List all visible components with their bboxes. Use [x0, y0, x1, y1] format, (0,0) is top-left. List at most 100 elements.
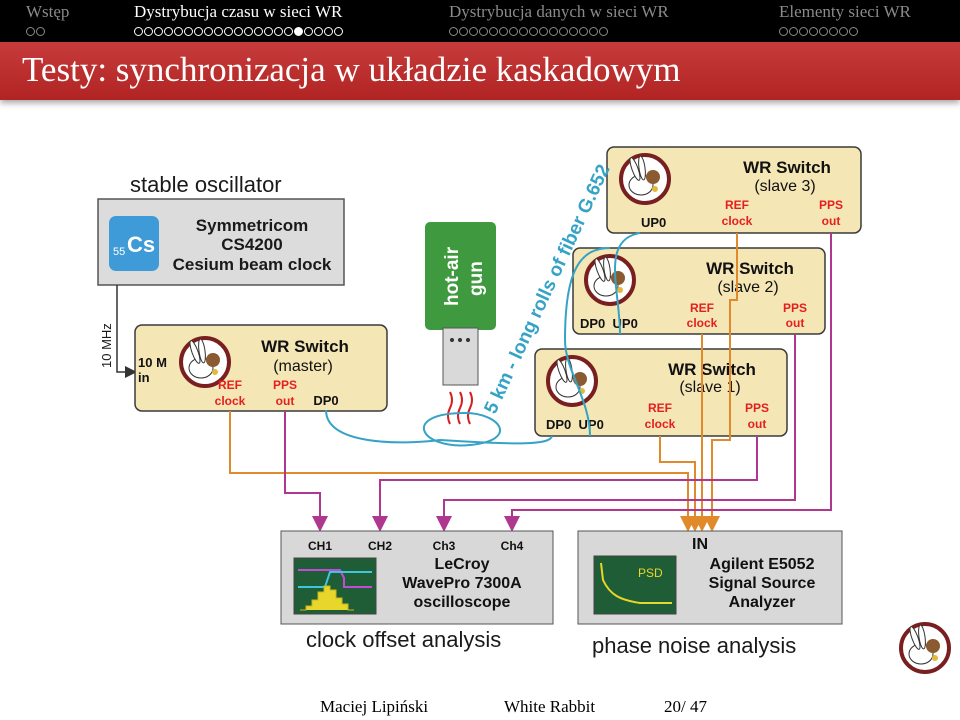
- nav-dot[interactable]: [144, 27, 153, 36]
- nav-dot[interactable]: [479, 27, 488, 36]
- nav-dot[interactable]: [224, 27, 233, 36]
- nav-dot[interactable]: [509, 27, 518, 36]
- slave3-ref-label-1: REF: [725, 198, 749, 212]
- nav-dot[interactable]: [264, 27, 273, 36]
- analyzer-caption: phase noise analysis: [592, 633, 796, 658]
- master-pps-label-2: out: [276, 394, 295, 408]
- nav-dot[interactable]: [559, 27, 568, 36]
- scope-histogram: [300, 585, 354, 611]
- nav-dot[interactable]: [459, 27, 468, 36]
- analyzer-line3: Analyzer: [729, 594, 796, 611]
- gun-label-1: hot-air: [442, 246, 463, 306]
- nav-dot[interactable]: [334, 27, 343, 36]
- nav-dot[interactable]: [204, 27, 213, 36]
- nav-dot[interactable]: [779, 27, 788, 36]
- slave3-ref-wire: [704, 233, 738, 532]
- white-rabbit-logo-icon: [584, 254, 636, 306]
- nav-dot[interactable]: [809, 27, 818, 36]
- nav-dot[interactable]: [36, 27, 45, 36]
- nav-section-data-distribution[interactable]: Dystrybucja danych w sieci WR: [449, 2, 669, 21]
- white-rabbit-logo-icon: [899, 622, 951, 674]
- nav-dot[interactable]: [304, 27, 313, 36]
- master-pps-label-1: PPS: [273, 378, 297, 392]
- slave1-pps-label-1: PPS: [745, 401, 769, 415]
- scope-caption: clock offset analysis: [306, 627, 501, 652]
- slide-title: Testy: synchronizacja w układzie kaskado…: [22, 50, 681, 89]
- footer-title: White Rabbit: [504, 697, 596, 716]
- slave2-ref-label-2: clock: [687, 316, 718, 330]
- navigation-bar: Wstęp Dystrybucja czasu w sieci WR Dystr…: [0, 0, 960, 42]
- nav-dot[interactable]: [489, 27, 498, 36]
- scope-line1: LeCroy: [434, 556, 489, 573]
- analyzer-in-label: IN: [692, 536, 708, 553]
- nav-dot[interactable]: [324, 27, 333, 36]
- nav-dot[interactable]: [214, 27, 223, 36]
- slave1-ref-label-2: clock: [645, 417, 676, 431]
- nav-dot[interactable]: [829, 27, 838, 36]
- master-title: WR Switch: [261, 337, 349, 356]
- nav-dots-data-distribution[interactable]: [449, 23, 609, 36]
- nav-dot[interactable]: [599, 27, 608, 36]
- freq-wire: [116, 285, 137, 378]
- nav-dots-time-distribution[interactable]: [134, 23, 344, 36]
- oscillator-line1: Symmetricom: [196, 216, 308, 235]
- footer-author: Maciej Lipiński: [320, 697, 429, 716]
- oscillator-line3: Cesium beam clock: [173, 255, 332, 274]
- slave3-pps-label-2: out: [822, 214, 841, 228]
- nav-dot[interactable]: [569, 27, 578, 36]
- nav-dot[interactable]: [254, 27, 263, 36]
- scope-line3: oscilloscope: [414, 594, 511, 611]
- nav-dot[interactable]: [294, 27, 303, 36]
- nav-dot[interactable]: [529, 27, 538, 36]
- nav-dot[interactable]: [174, 27, 183, 36]
- nav-dot[interactable]: [819, 27, 828, 36]
- nav-dot[interactable]: [799, 27, 808, 36]
- nav-dot[interactable]: [234, 27, 243, 36]
- nav-dots-intro[interactable]: [26, 23, 46, 36]
- nav-section-network-elements[interactable]: Elementy sieci WR: [779, 2, 911, 21]
- nav-dot[interactable]: [589, 27, 598, 36]
- nav-dot[interactable]: [539, 27, 548, 36]
- nav-dot[interactable]: [154, 27, 163, 36]
- master-port-label: DP0: [313, 393, 338, 408]
- slave1-pps-label-2: out: [748, 417, 767, 431]
- nav-dot[interactable]: [469, 27, 478, 36]
- nav-section-intro[interactable]: Wstęp: [26, 2, 70, 21]
- white-rabbit-logo-icon: [546, 355, 598, 407]
- gun-nozzle-hole: [458, 338, 462, 342]
- gun-nozzle: [442, 327, 479, 386]
- nav-dot[interactable]: [499, 27, 508, 36]
- nav-dot[interactable]: [274, 27, 283, 36]
- nav-dot[interactable]: [549, 27, 558, 36]
- analyzer-screen: [593, 555, 677, 615]
- nav-dot[interactable]: [579, 27, 588, 36]
- oscillator-line2: CS4200: [221, 235, 282, 254]
- nav-dot[interactable]: [519, 27, 528, 36]
- nav-dot[interactable]: [134, 27, 143, 36]
- fiber-link: [325, 232, 641, 447]
- slave3-ref-label-2: clock: [722, 214, 753, 228]
- nav-dot[interactable]: [314, 27, 323, 36]
- footer: Maciej Lipiński White Rabbit 20/ 47: [0, 695, 960, 720]
- nav-dot[interactable]: [26, 27, 35, 36]
- nav-dot[interactable]: [789, 27, 798, 36]
- master-pps-wire: [284, 411, 328, 532]
- nav-dot[interactable]: [284, 27, 293, 36]
- footer-page-number: 20/ 47: [664, 697, 707, 716]
- slave2-switch-box: [572, 247, 826, 335]
- nav-dot[interactable]: [849, 27, 858, 36]
- slave1-role: (slave 1): [679, 379, 740, 396]
- oscillator-heading: stable oscillator: [130, 172, 282, 197]
- nav-dot[interactable]: [184, 27, 193, 36]
- nav-dot[interactable]: [164, 27, 173, 36]
- scope-ch1-label: CH1: [308, 539, 332, 553]
- nav-dot[interactable]: [839, 27, 848, 36]
- scope-trace-2: [298, 571, 372, 588]
- nav-dot[interactable]: [449, 27, 458, 36]
- nav-dot[interactable]: [194, 27, 203, 36]
- nav-section-time-distribution[interactable]: Dystrybucja czasu w sieci WR: [134, 2, 343, 21]
- nav-dot[interactable]: [244, 27, 253, 36]
- slave1-ref-wire: [659, 436, 703, 532]
- nav-dots-network-elements[interactable]: [779, 23, 859, 36]
- slave3-port-label: UP0: [641, 215, 666, 230]
